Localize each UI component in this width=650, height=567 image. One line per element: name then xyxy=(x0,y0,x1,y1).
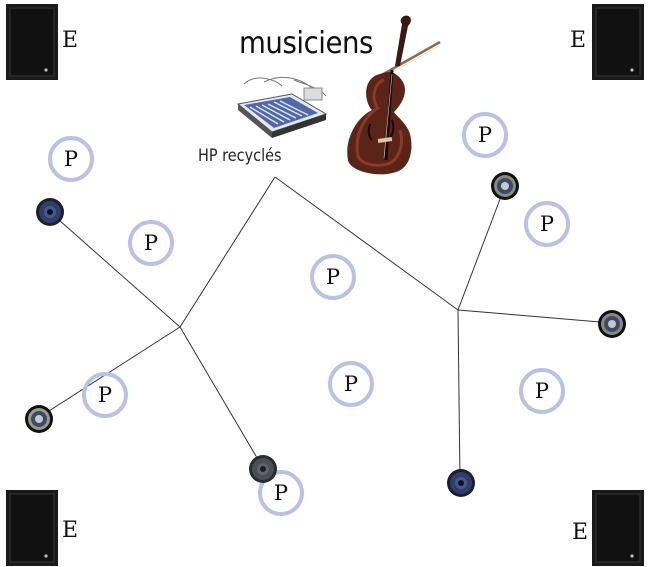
wire-right-to-driver-bottom xyxy=(457,309,461,483)
speaker-label: E xyxy=(62,518,79,543)
speaker-cabinet-icon xyxy=(6,4,58,80)
loudspeaker-driver-icon xyxy=(490,171,520,201)
wire-right-to-driver-mid xyxy=(457,309,613,324)
wire-right-to-driver-top xyxy=(457,185,506,311)
speaker-cabinet-icon xyxy=(592,490,644,566)
player-marker: P xyxy=(258,470,304,516)
speaker-label: E xyxy=(572,520,589,545)
player-marker: P xyxy=(328,361,374,407)
player-marker: P xyxy=(82,372,128,418)
wire-main-right xyxy=(274,176,459,311)
speaker-cabinet-icon xyxy=(592,4,644,80)
wire-left-to-driver-bottom xyxy=(179,326,264,469)
player-marker: P xyxy=(519,368,565,414)
loudspeaker-driver-icon xyxy=(597,309,627,339)
player-marker: P xyxy=(462,112,508,158)
player-marker: P xyxy=(524,201,570,247)
diagram-title: musiciens xyxy=(239,26,373,61)
mixer-icon xyxy=(234,74,330,138)
loudspeaker-driver-icon xyxy=(35,197,65,227)
loudspeaker-driver-icon xyxy=(24,404,54,434)
cello-icon xyxy=(340,10,448,176)
speaker-label: E xyxy=(62,28,79,53)
player-marker: P xyxy=(128,220,174,266)
recycled-speakers-label: HP recyclés xyxy=(198,146,282,166)
player-marker: P xyxy=(48,136,94,182)
loudspeaker-driver-icon xyxy=(446,468,476,498)
wire-main-left xyxy=(179,176,276,328)
wire-left-to-driver-top xyxy=(49,211,181,328)
speaker-cabinet-icon xyxy=(6,490,58,566)
loudspeaker-driver-icon xyxy=(248,454,278,484)
speaker-label: E xyxy=(570,28,587,53)
player-marker: P xyxy=(310,254,356,300)
